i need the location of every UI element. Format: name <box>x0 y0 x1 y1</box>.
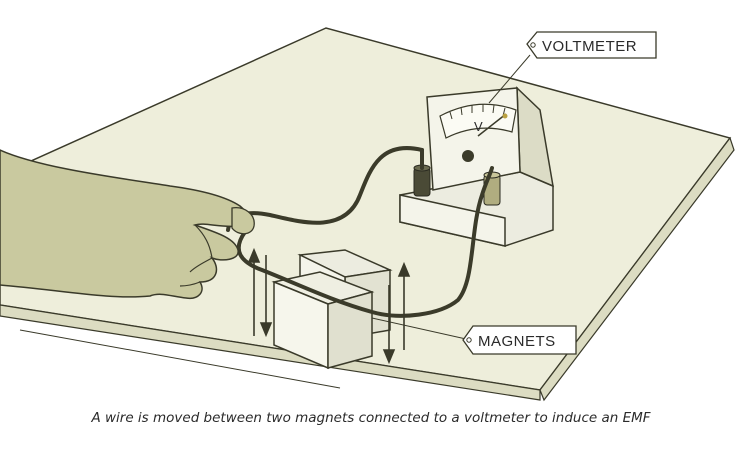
magnet-front-side <box>327 291 373 369</box>
hand <box>0 149 255 300</box>
hand-arm <box>0 149 248 300</box>
figure-caption: A wire is moved between two magnets conn… <box>91 410 651 426</box>
hand-thumb <box>231 207 255 235</box>
motion-arrows <box>247 247 411 365</box>
voltmeter-face <box>426 87 521 191</box>
voltmeter-base-front <box>399 194 506 247</box>
magnets-tag <box>462 325 577 355</box>
voltmeter-label: VOLTMETER <box>542 38 637 55</box>
meter-dial <box>439 103 517 139</box>
wire-loop-through-magnets <box>236 166 494 318</box>
magnets-callout: MAGNETS <box>371 317 577 355</box>
meter-unit-label: V <box>474 119 483 134</box>
arrow-right-down <box>382 285 396 365</box>
table-front-edge <box>0 304 541 401</box>
voltmeter: V <box>399 86 554 247</box>
meter-knob <box>462 150 474 162</box>
arrow-right-up <box>397 261 411 350</box>
table-side-edge <box>539 136 735 402</box>
meter-needle-tip <box>502 113 508 119</box>
meter-needle <box>477 113 507 137</box>
voltmeter-tag <box>526 31 657 59</box>
table <box>0 27 735 402</box>
hand-finger-lines <box>179 224 213 287</box>
table-leg-line <box>19 329 341 389</box>
arrow-left-down <box>259 255 273 338</box>
voltmeter-callout: VOLTMETER <box>488 31 657 104</box>
magnets-label: MAGNETS <box>478 333 556 350</box>
arrow-left-up <box>247 247 261 336</box>
terminal-right <box>483 171 501 206</box>
